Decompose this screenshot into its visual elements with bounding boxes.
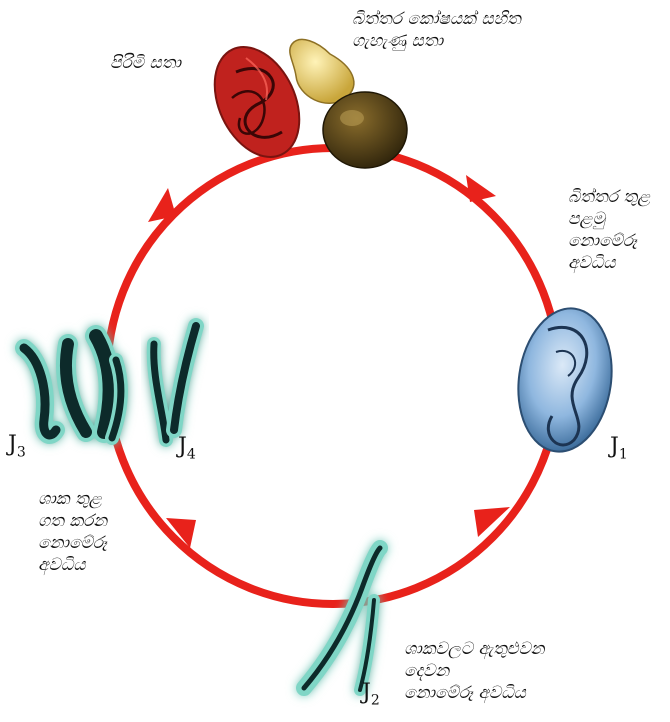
infective-stage-label: ශාකවලට ඇතුළුවන දෙවන නොමේරූ අවධිය: [404, 638, 544, 704]
female-label-line2: ගැහැණු සතා: [352, 30, 521, 52]
j3-juvenile-image: [24, 336, 121, 438]
egg-stage-label-line1: බිත්තර තුළ: [568, 186, 650, 208]
egg-stage-label-line4: අවධිය: [568, 252, 650, 274]
j4-juvenile-image: [154, 326, 196, 440]
stage-j2-label: J2: [362, 680, 380, 708]
infective-label-line3: නොමේරූ අවධිය: [404, 682, 544, 704]
egg-stage-label-line2: පළමු: [568, 208, 650, 230]
female-label-line1: බිත්තර කෝෂයක් සහිත: [352, 8, 521, 30]
stage-j4-label: J4: [178, 434, 196, 462]
egg-stage-image: [509, 302, 620, 457]
stage-j1-label: J1: [610, 434, 628, 462]
egg-stage-label-line3: නොමේරූ: [568, 230, 650, 252]
life-cycle-ring: [107, 148, 559, 604]
infective-label-line2: දෙවන: [404, 660, 544, 682]
j2-juvenile-image: [304, 548, 380, 690]
in-plant-label-line4: අවධිය: [38, 554, 107, 576]
infective-label-line1: ශාකවලට ඇතුළුවන: [404, 638, 544, 660]
stage-j3-label: J3: [8, 432, 26, 460]
egg-stage-label: බිත්තර තුළ පළමු නොමේරූ අවධිය: [568, 186, 650, 274]
female-label: බිත්තර කෝෂයක් සහිත ගැහැණු සතා: [352, 8, 521, 52]
in-plant-stage-label: ශාක තුළ ගත කරන නොමේරූ අවධිය: [38, 488, 107, 576]
in-plant-label-line2: ගත කරන: [38, 510, 107, 532]
in-plant-label-line1: ශාක තුළ: [38, 488, 107, 510]
cycle-arrow-top-left: [148, 188, 176, 222]
in-plant-label-line3: නොමේරූ: [38, 532, 107, 554]
male-label: පිරිමි සතා: [110, 52, 181, 74]
cycle-arrow-top-right: [466, 175, 496, 202]
